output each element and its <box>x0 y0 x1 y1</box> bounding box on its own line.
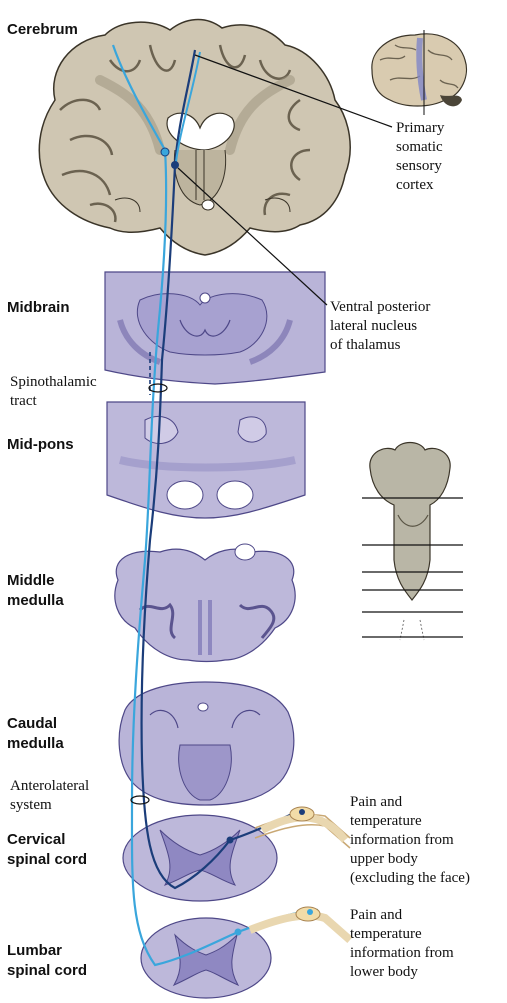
section-labels: Cerebrum Midbrain Mid-pons Middle medull… <box>7 21 87 979</box>
label-lumbar-spinal-cord: Lumbar spinal cord <box>7 942 87 979</box>
caudal-medulla-section <box>118 681 295 806</box>
leader-lines <box>177 54 393 306</box>
lumbar-cord-section <box>140 917 272 999</box>
label-mid-pons: Mid-pons <box>7 436 74 453</box>
middle-medulla-section <box>114 543 296 663</box>
label-cerebrum: Cerebrum <box>7 21 78 38</box>
brain-overview-icon <box>371 30 467 115</box>
callout-vpl-nucleus: Ventral posterior lateral nucleus of tha… <box>330 299 434 353</box>
spinothalamic-tract-fibers <box>111 44 319 967</box>
cerebrum-section <box>38 18 351 256</box>
callout-primary-cortex: Primary somatic sensory cortex <box>396 120 448 193</box>
brainstem-overview-icon <box>362 441 463 641</box>
callout-anterolateral-system: Anterolateral system <box>10 778 93 813</box>
label-midbrain: Midbrain <box>7 299 70 316</box>
dorsal-root-ganglion-lumbar <box>248 906 353 944</box>
label-caudal-medulla: Caudal medulla <box>7 715 64 752</box>
callout-labels: Primary somatic sensory cortex Ventral p… <box>10 120 470 980</box>
callout-spinothalamic-tract: Spinothalamic tract <box>10 374 100 409</box>
callout-lower-body-input: Pain and temperature information from lo… <box>350 907 457 980</box>
mid-pons-section <box>106 401 306 519</box>
midbrain-section <box>104 271 326 385</box>
dorsal-root-ganglion-cervical <box>254 806 351 849</box>
label-middle-medulla: Middle medulla <box>7 572 64 609</box>
callout-upper-body-input: Pain and temperature information from up… <box>350 794 470 886</box>
label-cervical-spinal-cord: Cervical spinal cord <box>7 831 87 868</box>
